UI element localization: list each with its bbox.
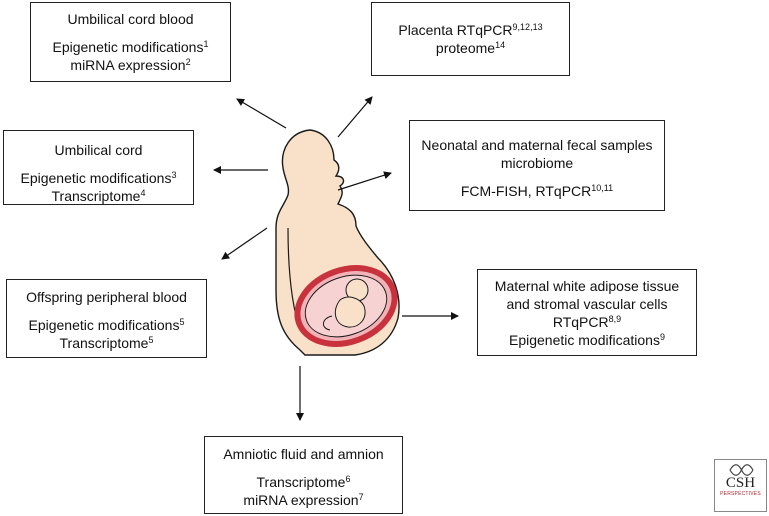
fecal-samples-box: Neonatal and maternal fecal samples micr… — [409, 120, 665, 211]
box-line: FCM-FISH, RTqPCR — [460, 183, 592, 199]
fetus — [323, 278, 369, 331]
arrow-to-fecal-samples — [337, 171, 392, 191]
box-line: Epigenetic modifications — [28, 317, 180, 333]
box-line: Epigenetic modifications — [509, 332, 660, 348]
reference-superscript: 4 — [140, 188, 146, 198]
box-line: Transcriptome — [51, 188, 141, 204]
box-title: Amniotic fluid and amnion — [223, 446, 384, 462]
reference-superscript: 9,12,13 — [512, 22, 543, 32]
reference-superscript: 5 — [148, 335, 154, 345]
box-subtitle: microbiome — [500, 155, 574, 171]
reference-superscript: 9 — [659, 332, 665, 342]
reference-superscript: 10,11 — [591, 183, 614, 193]
box-title: Umbilical cord — [54, 142, 143, 158]
box-title: Umbilical cord blood — [67, 11, 194, 27]
box-title: Neonatal and maternal fecal samples — [421, 137, 653, 153]
box-line: and stromal vascular cells — [506, 296, 668, 312]
box-line: Transcriptome — [59, 335, 149, 351]
box-line: proteome — [435, 40, 496, 56]
offspring-peripheral-blood-box: Offspring peripheral blood Epigenetic mo… — [6, 279, 207, 358]
reference-superscript: 1 — [203, 39, 209, 49]
reference-superscript: 14 — [495, 40, 506, 50]
arrow-to-offspring-blood — [221, 227, 268, 260]
reference-superscript: 2 — [185, 57, 191, 67]
box-line: Maternal white adipose tissue — [494, 278, 680, 294]
reference-superscript: 3 — [171, 170, 177, 180]
reference-superscript: 7 — [358, 492, 364, 502]
umbilical-cord-blood-box: Umbilical cord blood Epigenetic modifica… — [30, 2, 231, 82]
arrow-to-umbilical-cord-blood — [236, 98, 287, 129]
dna-helix-icon — [729, 464, 754, 476]
reference-superscript: 8,9 — [608, 314, 622, 324]
box-line: Placenta RTqPCR — [398, 22, 513, 38]
box-line: miRNA expression — [243, 492, 359, 508]
reference-superscript: 5 — [179, 317, 185, 327]
arrow-to-placenta — [337, 96, 373, 138]
placenta-box: Placenta RTqPCR9,12,13 proteome14 — [371, 2, 570, 76]
amniotic-fluid-box: Amniotic fluid and amnion Transcriptome6… — [204, 436, 403, 514]
reference-superscript: 6 — [345, 474, 351, 484]
box-line: RTqPCR — [552, 314, 609, 330]
maternal-adipose-tissue-box: Maternal white adipose tissue and stroma… — [477, 269, 697, 356]
umbilical-cord-box: Umbilical cord Epigenetic modifications3… — [3, 130, 194, 205]
box-line: Epigenetic modifications — [20, 170, 172, 186]
csh-perspectives-logo: CSH PERSPECTIVES — [714, 459, 767, 512]
box-title: Offspring peripheral blood — [26, 289, 187, 305]
box-line: Epigenetic modifications — [52, 39, 204, 55]
logo-text: CSH — [725, 475, 756, 491]
logo-subtext: PERSPECTIVES — [720, 491, 761, 497]
box-line: Transcriptome — [256, 474, 346, 490]
box-line: miRNA expression — [70, 57, 186, 73]
